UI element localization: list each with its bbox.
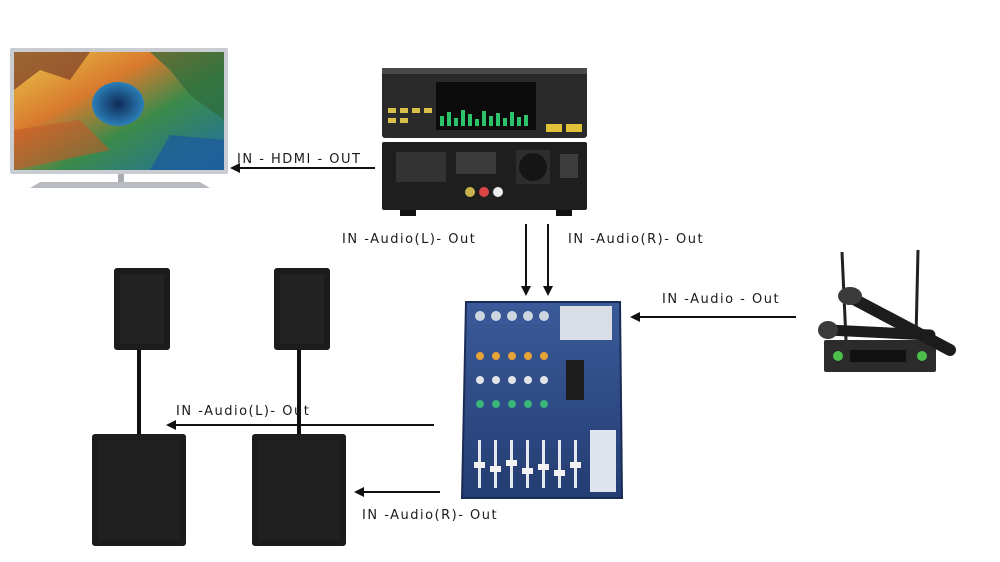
karaoke-player [382,68,587,216]
label-audio-l-bottom: IN -Audio(L)- Out [176,404,311,419]
audio-mixer [460,301,624,499]
label-hdmi: IN - HDMI - OUT [237,152,362,167]
label-audio-l-top: IN -Audio(L)- Out [342,232,477,247]
label-audio-r-top: IN -Audio(R)- Out [568,232,705,247]
label-audio-r-bottom: IN -Audio(R)- Out [362,508,499,523]
television [10,48,228,188]
speaker-left [92,268,186,546]
wireless-mic-system [818,249,956,372]
speaker-right [252,268,346,546]
label-mic-audio: IN -Audio - Out [662,292,781,307]
